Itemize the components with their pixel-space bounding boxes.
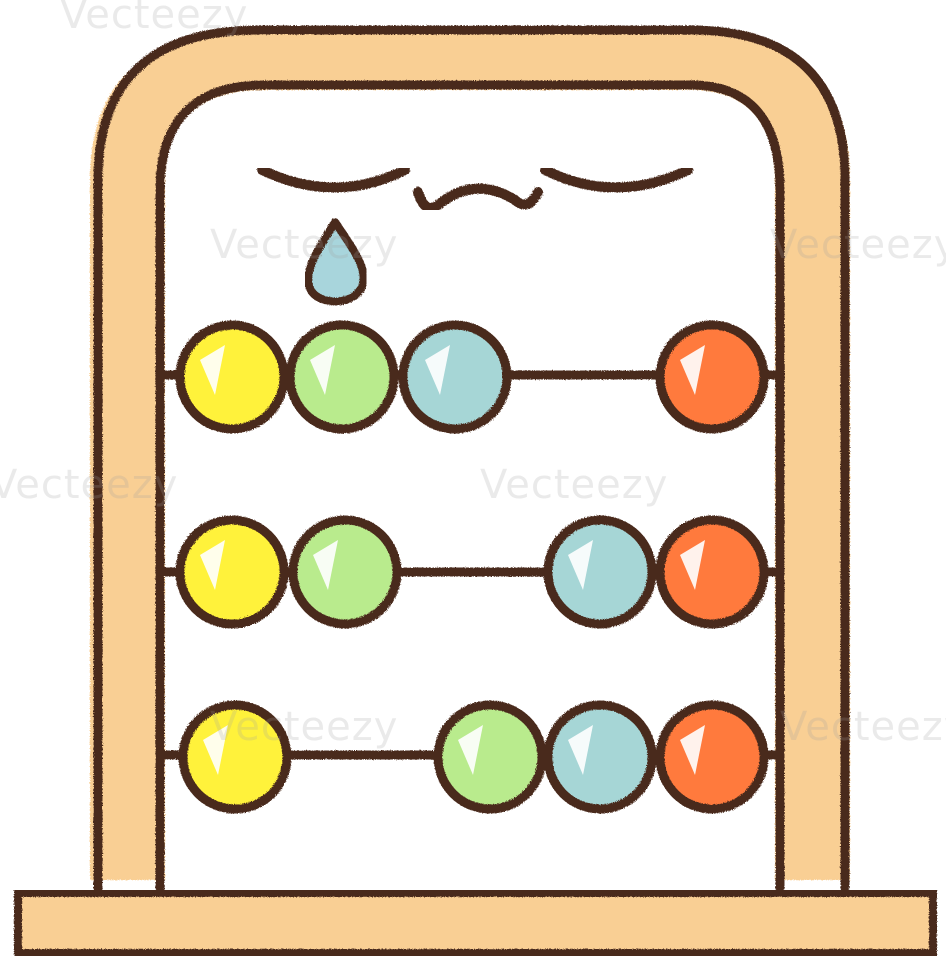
- bead-orange: [655, 700, 769, 814]
- bead-yellow: [175, 320, 289, 434]
- bead-green: [288, 515, 402, 629]
- left-closed-eye: [257, 165, 410, 193]
- bead-orange: [655, 515, 769, 629]
- frame-fill: [90, 30, 850, 880]
- right-closed-eye: [540, 165, 693, 193]
- bead-orange: [655, 320, 769, 434]
- bead-green: [285, 320, 399, 434]
- bead-row-2: [175, 515, 769, 629]
- abacus-base: [14, 889, 937, 957]
- bead-green: [433, 700, 547, 814]
- bead-row-1: [175, 320, 769, 434]
- frown-mouth: [413, 183, 543, 213]
- bead-yellow: [178, 700, 292, 814]
- bead-blue: [543, 700, 657, 814]
- frame-outline: [93, 25, 850, 893]
- bead-yellow: [175, 515, 289, 629]
- bead-row-3: [178, 700, 769, 814]
- bead-blue: [543, 515, 657, 629]
- bead-blue: [398, 320, 512, 434]
- bead-highlights: [200, 345, 705, 775]
- tear-drop: [304, 218, 368, 306]
- sad-face: [257, 165, 693, 213]
